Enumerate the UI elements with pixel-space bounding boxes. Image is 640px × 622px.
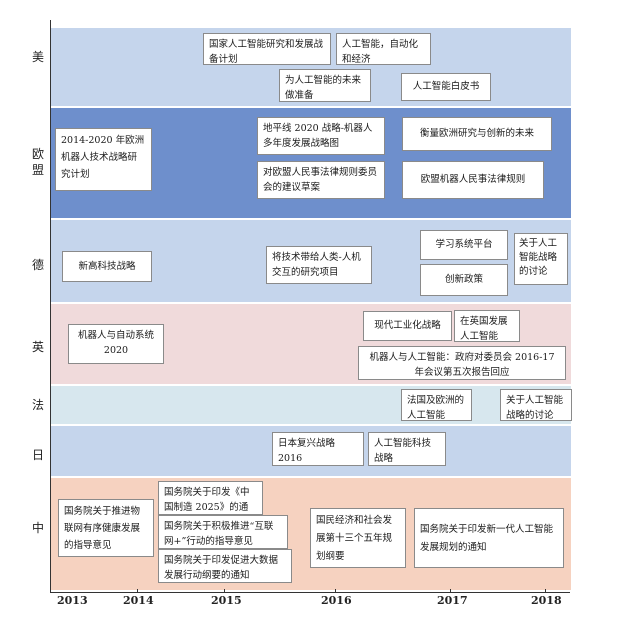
policy-box: 关于人工智能战略的讨论 [500,389,572,421]
year-label: 2016 [321,594,352,607]
policy-box: 国家人工智能研究和发展战备计划 [203,33,331,65]
policy-box: 关于人工智能战略的讨论 [514,233,568,285]
policy-box: 国务院关于推进物联网有序健康发展的指导意见 [58,499,154,557]
policy-box: 将技术带给人类-人机交互的研究项目 [266,246,372,284]
policy-box: 现代工业化战略 [363,311,452,341]
policy-box: 国务院关于印发促进大数据发展行动纲要的通知 [158,549,292,583]
year-label: 2015 [211,594,242,607]
policy-box: 新高科技战略 [62,251,152,282]
country-label-de: 德 [31,258,44,272]
year-tick [137,589,138,593]
country-label-cn: 中 [31,521,44,535]
policy-box: 为人工智能的未来做准备 [279,69,371,102]
year-tick [450,589,451,593]
country-label-fr: 法 [31,398,44,412]
policy-box: 机器人与人工智能：政府对委员会 2016-17 年会议第五次报告回应 [358,346,566,380]
year-label: 2014 [123,594,154,607]
policy-box: 地平线 2020 战略-机器人多年度发展战略图 [257,117,385,155]
policy-box: 人工智能白皮书 [401,73,491,101]
year-label: 2013 [57,594,88,607]
country-label-us: 美 [31,50,44,64]
policy-box: 在英国发展人工智能 [454,310,520,342]
policy-box: 欧盟机器人民事法律规则 [402,161,544,199]
policy-box: 法国及欧洲的人工智能 [401,389,472,421]
policy-box: 2014-2020 年欧洲机器人技术战略研究计划 [55,128,152,191]
policy-box: 人工智能科技战略 [368,432,446,466]
year-tick [545,589,546,593]
policy-box: 日本复兴战略 2016 [272,432,364,466]
year-tick [224,589,225,593]
timeline-horizontal-axis [50,592,570,593]
country-label-uk: 英 [31,340,44,354]
country-label-eu-text: 欧盟 [31,147,44,177]
policy-box: 人工智能，自动化和经济 [336,33,431,65]
policy-box: 衡量欧洲研究与创新的未来 [402,117,552,151]
timeline-vertical-axis [50,20,51,593]
band-fr [51,386,571,424]
country-label-jp: 日 [31,448,44,462]
country-label-eu: 欧盟 [28,146,48,178]
policy-box: 对欧盟人民事法律规则委员会的建议草案 [257,161,385,199]
year-label: 2017 [437,594,468,607]
policy-box: 机器人与自动系统 2020 [68,324,164,364]
policy-box: 创新政策 [420,264,508,296]
policy-box: 国务院关于印发《中国制造 2025》的通知 [158,481,263,515]
policy-box: 国务院关于积极推进“互联网+”行动的指导意见 [158,515,288,549]
policy-box: 国民经济和社会发展第十三个五年规划纲要 [310,508,406,568]
year-tick [335,589,336,593]
policy-box: 学习系统平台 [420,230,508,260]
policy-box: 国务院关于印发新一代人工智能发展规划的通知 [414,508,564,568]
year-label: 2018 [531,594,562,607]
